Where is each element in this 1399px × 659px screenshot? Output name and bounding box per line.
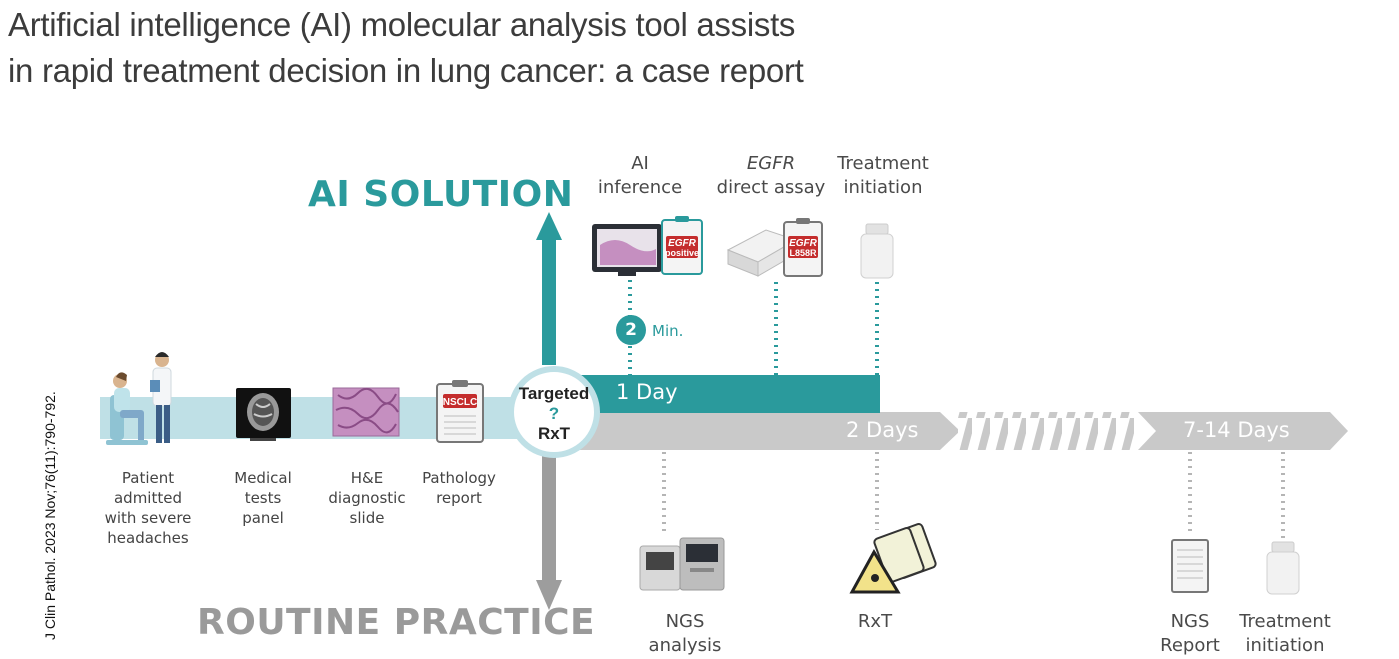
routine-arrow-head [536, 580, 562, 610]
pathology-report-icon [436, 380, 484, 443]
routine-bar-segment-2 [1138, 412, 1348, 450]
ai-inference-icon [592, 216, 703, 276]
egfr-l858r-label-2: L858R [789, 248, 817, 258]
he-slide-icon [332, 387, 400, 437]
rxt-line: RxT [537, 424, 571, 443]
two-days-label: 2 Days [846, 418, 919, 442]
egfr-l858r-label-1: EGFR [789, 238, 818, 249]
one-day-bar [560, 375, 880, 413]
one-day-label: 1 Day [616, 380, 678, 404]
targeted-rxt-label: Targeted ? RxT [510, 384, 598, 444]
rxt-label: RxT [857, 611, 893, 632]
routine-bar-arrow-1 [940, 412, 960, 450]
medical-tests-monitor-icon [236, 388, 291, 441]
egfr-assay-icon [726, 218, 823, 277]
ai-arrow-head [536, 212, 562, 240]
two-min-badge [616, 315, 646, 345]
pill-bottle-routine-icon [1266, 541, 1300, 595]
routine-arrow-shaft [542, 455, 556, 585]
question-mark: ? [548, 404, 560, 423]
egfr-positive-label-1: EGFR [668, 238, 697, 249]
radiation-icon [849, 523, 937, 594]
nsclc-label: NSCLC [443, 397, 477, 408]
ngs-machine-icon [639, 537, 725, 591]
pill-bottle-icon [860, 223, 894, 279]
routine-practice-heading: ROUTINE PRACTICE [197, 602, 596, 643]
patient-doctor-icon [106, 352, 172, 445]
ai-arrow-shaft [542, 235, 556, 365]
page-title: Artificial intelligence (AI) molecular a… [8, 6, 804, 89]
ngs-report-icon [1171, 539, 1209, 593]
targeted-rxt-circle [508, 366, 600, 458]
two-min-unit: Min. [652, 322, 684, 340]
targeted-line: Targeted [518, 384, 590, 403]
egfr-positive-label-2: positive [665, 248, 699, 258]
routine-bar-hatch [958, 412, 1138, 450]
week-label: 7-14 Days [1183, 418, 1290, 442]
ai-solution-heading: AI SOLUTION [308, 174, 574, 215]
two-min-number: 2 [625, 320, 637, 340]
routine-bar-segment-1 [560, 412, 940, 450]
